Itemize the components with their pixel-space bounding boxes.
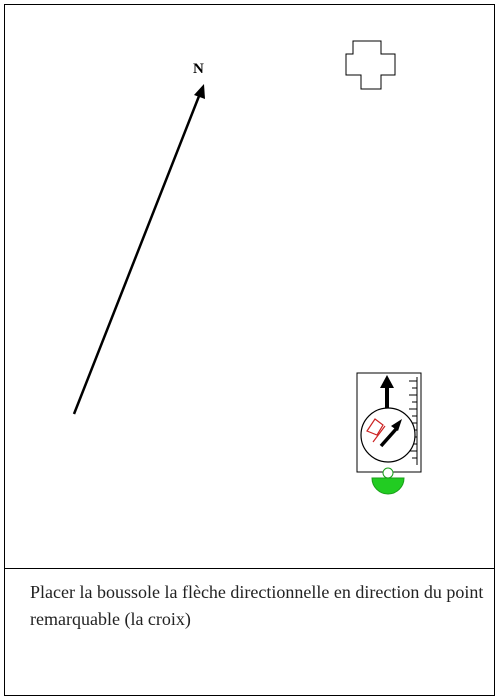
north-arrow-icon (72, 84, 205, 415)
instruction-caption: Placer la boussole la flèche directionne… (30, 582, 484, 629)
compass-icon (356, 372, 422, 495)
diagram-frame: N Placer la boussole la flèche direction… (4, 4, 495, 696)
north-label: N (193, 61, 204, 77)
cross-icon (345, 40, 396, 90)
map-panel: N (5, 5, 494, 569)
map-drawing (72, 40, 422, 495)
